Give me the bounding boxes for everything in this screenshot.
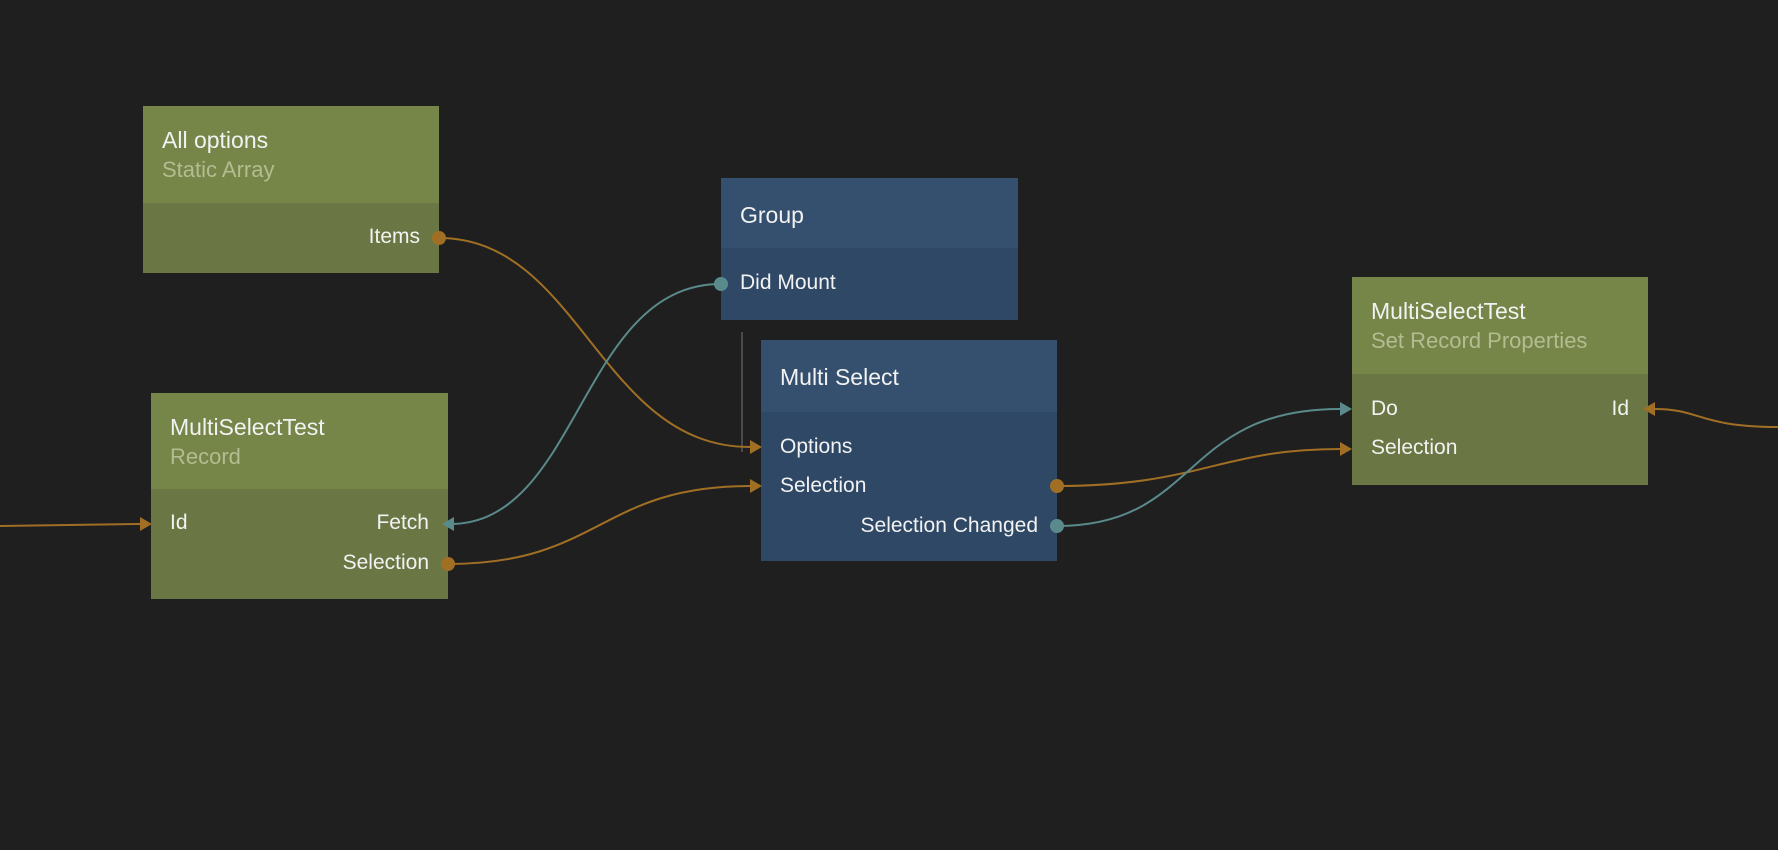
output-dot-items[interactable] [432, 231, 446, 245]
output-dot-selection[interactable] [1050, 479, 1064, 493]
port-selection-changed[interactable]: Selection Changed [860, 514, 1038, 537]
node-header[interactable]: Multi Select [761, 340, 1057, 412]
port-selection[interactable]: Selection [1371, 436, 1458, 459]
port-do[interactable]: Do [1371, 397, 1398, 420]
input-arrow-options[interactable] [750, 440, 762, 454]
port-id[interactable]: Id [170, 511, 188, 534]
port-fetch[interactable]: Fetch [376, 511, 429, 534]
node-title: Multi Select [780, 364, 899, 390]
node-record[interactable]: MultiSelectTest Record Id Fetch Selectio… [151, 393, 448, 599]
node-ports: Items [143, 203, 439, 273]
output-dot-did-mount[interactable] [714, 277, 728, 291]
node-all-options[interactable]: All options Static Array Items [143, 106, 439, 273]
node-title: MultiSelectTest [170, 414, 325, 440]
port-options[interactable]: Options [780, 435, 853, 458]
port-selection[interactable]: Selection [780, 474, 867, 497]
node-subtitle: Static Array [162, 157, 275, 182]
node-header[interactable]: Group [721, 178, 1018, 248]
node-ports: Id Fetch Selection [151, 489, 448, 599]
node-subtitle: Record [170, 444, 241, 469]
node-title: All options [162, 127, 269, 153]
node-title: MultiSelectTest [1371, 298, 1526, 324]
input-arrow-id[interactable] [140, 517, 152, 531]
node-ports: Options Selection Selection Changed [761, 412, 1057, 561]
port-id[interactable]: Id [1611, 397, 1629, 420]
node-ports: Did Mount [721, 248, 1018, 320]
output-dot-selection[interactable] [441, 557, 455, 571]
wire-offscreen-to-record-id[interactable] [0, 523, 141, 527]
node-ports: Do Id Selection [1352, 374, 1648, 485]
node-subtitle: Set Record Properties [1371, 328, 1588, 353]
port-selection[interactable]: Selection [342, 551, 429, 574]
input-arrow-selection[interactable] [750, 479, 762, 493]
input-arrow-do[interactable] [1340, 402, 1352, 416]
wire-items-to-options[interactable] [438, 237, 751, 448]
input-arrow-fetch[interactable] [442, 517, 454, 531]
port-items[interactable]: Items [368, 225, 420, 248]
node-header[interactable]: All options Static Array [143, 106, 439, 203]
node-set-record-properties[interactable]: MultiSelectTest Set Record Properties Do… [1352, 277, 1648, 485]
node-title: Group [740, 202, 804, 228]
node-multi-select[interactable]: Multi Select Options Selection Selection… [761, 340, 1057, 561]
input-arrow-id[interactable] [1643, 402, 1655, 416]
output-dot-selection-changed[interactable] [1050, 519, 1064, 533]
wire-did-mount-to-fetch[interactable] [449, 283, 722, 525]
port-did-mount[interactable]: Did Mount [740, 271, 836, 294]
node-header[interactable]: MultiSelectTest Record [151, 393, 448, 489]
node-group[interactable]: Group Did Mount [721, 178, 1018, 320]
wire-record-selection-to-multiselect-selection[interactable] [447, 485, 751, 565]
wire-offscreen-to-set-id[interactable] [1654, 408, 1778, 428]
wire-multiselect-selection-to-set-selection[interactable] [1056, 448, 1341, 487]
wire-selection-changed-to-do[interactable] [1056, 408, 1341, 527]
input-arrow-selection[interactable] [1340, 442, 1352, 456]
node-header[interactable]: MultiSelectTest Set Record Properties [1352, 277, 1648, 374]
